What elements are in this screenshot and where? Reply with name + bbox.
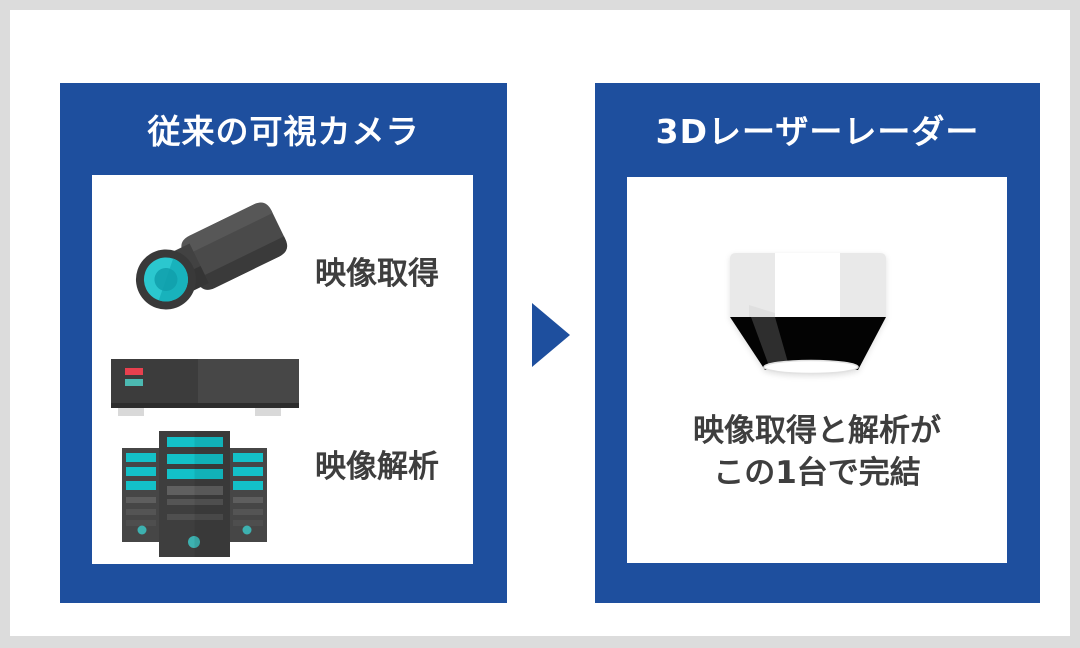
caption-all-in-one: 映像取得と解析が この1台で完結 (627, 410, 1007, 494)
panel-title-conventional-camera: 従来の可視カメラ (147, 112, 420, 151)
caption-line-2: この1台で完結 (713, 455, 921, 491)
server-rack-icon (122, 431, 267, 557)
panel-content-lidar: 映像取得と解析が この1台で完結 (627, 177, 1007, 563)
label-image-analysis: 映像解析 (315, 449, 439, 485)
panel-3d-laser-radar: 3Dレーザーレーダー 映像取得と解析が この1台で完結 (595, 83, 1040, 603)
lidar-sensor-icon (730, 253, 886, 375)
right-arrow-icon (532, 303, 570, 367)
panel-conventional-camera: 従来の可視カメラ 映像取得 (60, 83, 507, 603)
panel-title-3d-laser-radar: 3Dレーザーレーダー (655, 112, 980, 151)
video-recorder-icon (111, 359, 299, 416)
panel-content-conventional: 映像取得 (92, 175, 473, 564)
label-image-acquisition: 映像取得 (315, 256, 439, 292)
caption-line-1: 映像取得と解析が (693, 413, 941, 449)
cctv-camera-icon (135, 202, 288, 310)
